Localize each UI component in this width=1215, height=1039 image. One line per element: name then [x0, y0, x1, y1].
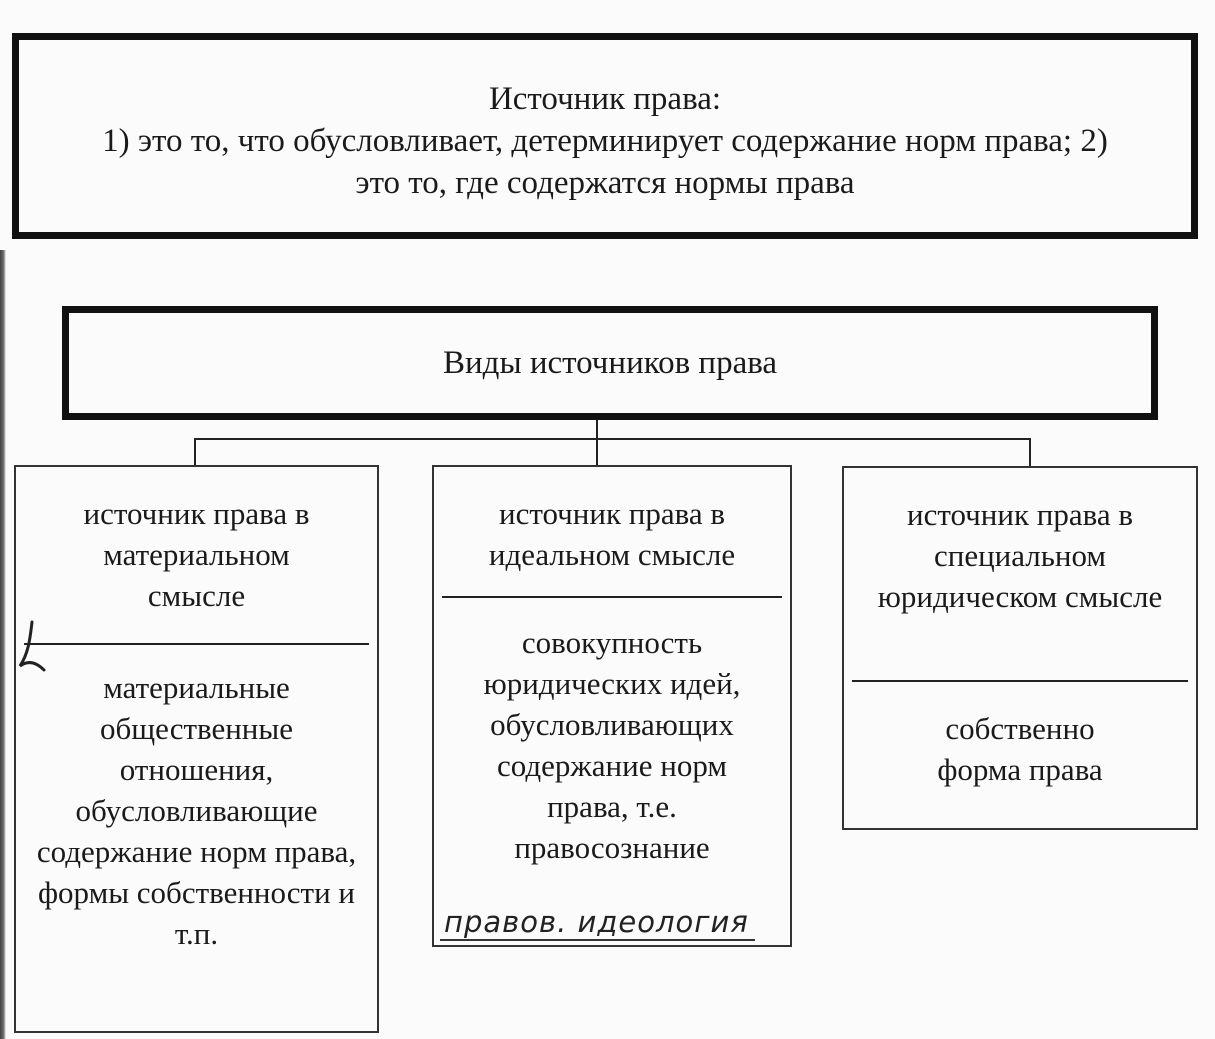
material-source-description: материальные общественные отношения, обу… [36, 670, 357, 951]
types-box: Виды источников права [62, 306, 1158, 420]
ideal-source-description: совокупность юридических идей, обусловли… [483, 625, 741, 865]
material-divider [24, 643, 369, 645]
definition-title: Источник права: [488, 81, 722, 117]
types-title: Виды источников права [442, 345, 778, 381]
connector-trunk [596, 420, 598, 440]
connector-horizontal [194, 438, 1031, 440]
special-divider [852, 680, 1188, 682]
connector-middle [596, 438, 598, 466]
handwritten-checkmark [18, 620, 46, 672]
definition-box: Источник права: 1) это то, что обусловли… [12, 33, 1198, 239]
connector-left [194, 438, 196, 466]
ideal-divider [442, 596, 782, 598]
material-source-box: источник права в материальном смысле мат… [14, 465, 379, 1033]
ideal-source-box: источник права в идеальном смысле совоку… [432, 465, 792, 947]
ideal-source-heading: источник права в идеальном смысле [488, 496, 736, 572]
material-source-heading: источник права в материальном смысле [83, 496, 310, 613]
special-source-box: источник права в специальном юридическом… [842, 466, 1198, 830]
connector-right [1029, 438, 1031, 467]
special-source-heading: источник права в специальном юридическом… [877, 497, 1163, 614]
definition-body: 1) это то, что обусловливает, детерминир… [102, 123, 1108, 201]
special-source-description: собственно форма права [937, 711, 1103, 787]
scan-edge-artifact [0, 250, 6, 1039]
handwritten-note: правов. идеология [440, 905, 755, 941]
